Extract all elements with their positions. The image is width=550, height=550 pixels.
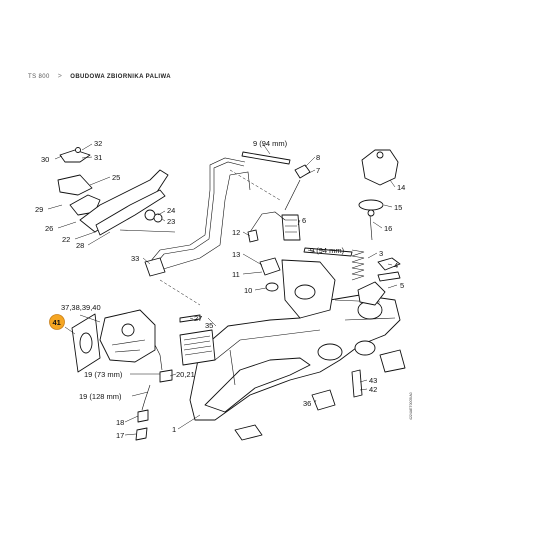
callout-23[interactable]: 23 (167, 217, 175, 226)
callout-highlight-41[interactable] (49, 314, 65, 330)
callout-14[interactable]: 14 (397, 183, 405, 192)
callout-37-40[interactable]: 37,38,39,40 (61, 303, 101, 312)
callout-1[interactable]: 1 (172, 425, 176, 434)
callout-11[interactable]: 11 (232, 270, 240, 279)
callout-36[interactable]: 36 (303, 399, 311, 408)
callout-8[interactable]: 8 (316, 153, 320, 162)
small-parts[interactable] (234, 369, 363, 441)
callout-22[interactable]: 22 (62, 235, 70, 244)
callout-19-73mm[interactable]: 19 (73 mm) (84, 370, 123, 379)
callout-5[interactable]: 5 (400, 281, 404, 290)
callout-16[interactable]: 16 (384, 224, 392, 233)
callout-17[interactable]: 17 (116, 431, 124, 440)
fuel-lines[interactable] (135, 314, 201, 441)
tank-cap-parts[interactable] (358, 149, 399, 241)
callout-43[interactable]: 43 (369, 376, 377, 385)
callout-12[interactable]: 12 (232, 228, 240, 237)
callout-42[interactable]: 42 (369, 385, 377, 394)
callout-labels: 32 30 31 25 29 24 23 26 22 28 33 9 (94 m… (35, 139, 405, 440)
breadcrumb: TS 800 > OBUDOWA ZBIORNIKA PALIWA (28, 73, 171, 80)
callout-19-128mm[interactable]: 19 (128 mm) (79, 392, 122, 401)
callout-32[interactable]: 32 (94, 139, 102, 148)
leader-lines (47, 143, 398, 436)
callout-18[interactable]: 18 (116, 418, 124, 427)
callout-35[interactable]: 35 (205, 321, 213, 330)
breadcrumb-parent-link[interactable]: TS 800 (28, 73, 50, 80)
throttle-cable[interactable] (144, 157, 281, 306)
breadcrumb-current: OBUDOWA ZBIORNIKA PALIWA (70, 73, 171, 80)
callout-7[interactable]: 7 (316, 166, 320, 175)
callout-27[interactable]: 27 (194, 314, 202, 323)
callout-9-upper[interactable]: 9 (94 mm) (253, 139, 288, 148)
carburetor-parts[interactable] (71, 309, 156, 373)
callout-20-21[interactable]: 20,21 (176, 370, 195, 379)
chevron-right-icon: > (57, 73, 63, 80)
callout-33[interactable]: 33 (131, 254, 139, 263)
callout-24[interactable]: 24 (167, 206, 175, 215)
fuel-hose-parts[interactable] (241, 151, 353, 292)
callout-3[interactable]: 3 (379, 249, 383, 258)
spring-and-bolts[interactable] (351, 249, 401, 306)
callout-30[interactable]: 30 (41, 155, 49, 164)
callout-4[interactable]: 4 (394, 261, 398, 270)
callout-26[interactable]: 26 (45, 224, 53, 233)
callout-29[interactable]: 29 (35, 205, 43, 214)
callout-15[interactable]: 15 (394, 203, 402, 212)
callout-25[interactable]: 25 (112, 173, 120, 182)
callout-10[interactable]: 10 (244, 286, 252, 295)
callout-41[interactable]: 41 (53, 318, 61, 327)
callout-9-lower[interactable]: 9 (94 mm) (310, 246, 345, 255)
callout-6[interactable]: 6 (302, 216, 306, 225)
callout-31[interactable]: 31 (94, 153, 102, 162)
callout-28[interactable]: 28 (76, 241, 84, 250)
handle-parts[interactable] (57, 147, 176, 236)
figure-code: 4224AET0005IA0 (409, 392, 413, 420)
filter-grille (179, 329, 216, 366)
callout-13[interactable]: 13 (232, 250, 240, 259)
